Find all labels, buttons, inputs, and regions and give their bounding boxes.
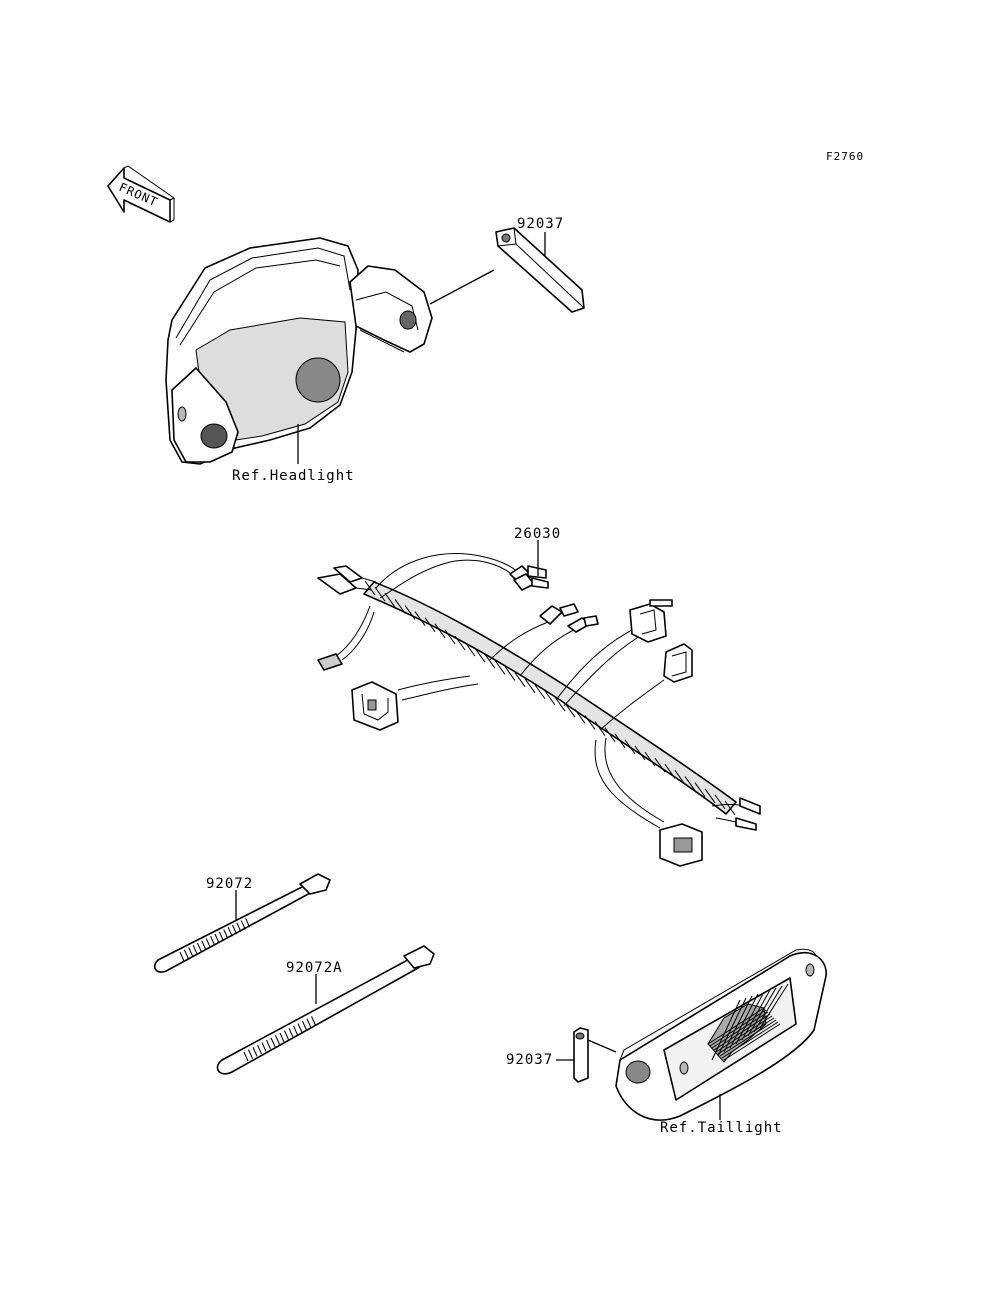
band-long-label: 92072A bbox=[286, 960, 343, 976]
figure-code: F2760 bbox=[826, 150, 864, 163]
taillight-ref-part: Ref.Taillight bbox=[615, 948, 827, 1136]
rear-reflector-part: 92037 bbox=[506, 1027, 617, 1083]
headlight-ref-part: Ref.Headlight bbox=[165, 237, 433, 484]
band-short-label: 92072 bbox=[206, 876, 253, 892]
rear-reflector-label: 92037 bbox=[506, 1052, 553, 1068]
taillight-ref-label: Ref.Taillight bbox=[660, 1120, 783, 1136]
front-reflector-label: 92037 bbox=[517, 216, 564, 232]
wiring-harness-part: 26030 bbox=[317, 526, 761, 867]
front-reflector-part: 92037 bbox=[429, 216, 585, 313]
band-short-part: 92072 bbox=[153, 873, 331, 973]
front-direction-arrow: FRONT bbox=[107, 165, 175, 223]
harness-label: 26030 bbox=[514, 526, 561, 542]
band-long-part: 92072A bbox=[216, 945, 435, 1075]
headlight-ref-label: Ref.Headlight bbox=[232, 468, 355, 484]
